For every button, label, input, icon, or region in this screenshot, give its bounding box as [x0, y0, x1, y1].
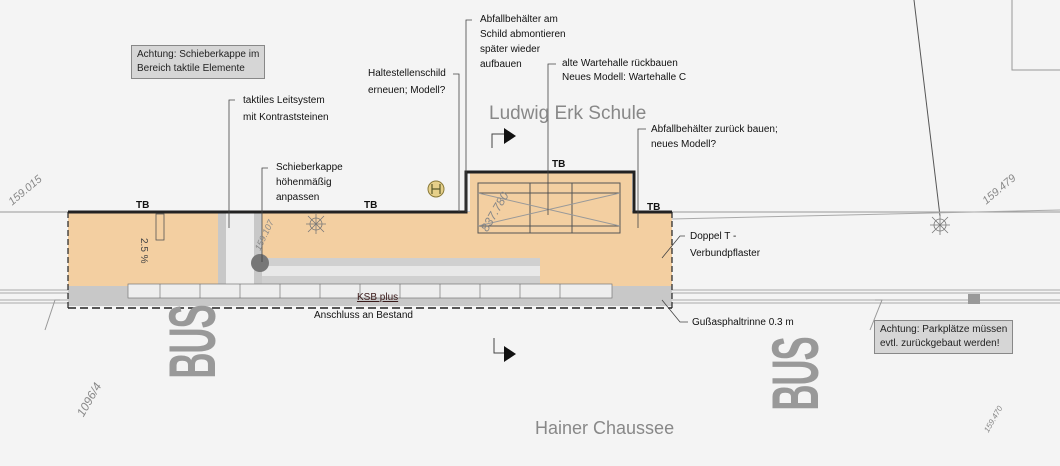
- label-line: Neues Modell: Wartehalle C: [562, 72, 687, 83]
- label-line: Abfallbehälter zurück bauen;: [651, 124, 778, 135]
- label-pflaster: Doppel T - Verbundpflaster: [690, 228, 760, 262]
- label-haltestellenschild: Haltestellenschild erneuen; Modell?: [368, 65, 446, 99]
- label-line: Abfallbehälter am: [480, 14, 558, 25]
- bus-lane-marking: BUS: [758, 337, 832, 411]
- label-slope: 2.5 %: [138, 238, 149, 264]
- note-line: Bereich taktile Elemente: [137, 63, 245, 74]
- slope-marker: [155, 213, 165, 241]
- property-line: [913, 0, 941, 217]
- note-line: Achtung: Parkplätze müssen: [880, 324, 1008, 335]
- road-name: Hainer Chaussee: [535, 418, 675, 438]
- label-line: taktiles Leitsystem: [243, 95, 325, 106]
- label-line: neues Modell?: [651, 139, 717, 150]
- label-line: Haltestellenschild: [368, 68, 446, 79]
- platform-edge: [68, 170, 672, 214]
- label-abfall-schild: Abfallbehälter am Schild abmontieren spä…: [480, 12, 566, 72]
- label-line: erneuen; Modell?: [368, 85, 446, 96]
- label-line: Doppel T -: [690, 231, 737, 242]
- shelter-outline: [477, 182, 621, 234]
- bus-lane-marking: BUS: [155, 305, 229, 379]
- label-tactile: taktiles Leitsystem mit Kontraststeinen: [243, 92, 329, 126]
- note-line: Achtung: Schieberkappe im: [137, 49, 260, 60]
- label-line: alte Wartehalle rückbauen: [562, 58, 678, 69]
- label-line: anpassen: [276, 192, 320, 203]
- leader-lines: [228, 19, 688, 323]
- label-tb: TB: [552, 159, 566, 170]
- label-wartehalle: alte Wartehalle rückbauen Neues Modell: …: [562, 57, 686, 85]
- direction-arrow-icon: [504, 346, 516, 362]
- label-ksb: KSB plus: [357, 292, 399, 303]
- tree-symbol-icon: [306, 214, 326, 234]
- drain-icon: [968, 294, 980, 304]
- label-abfall-zurueck: Abfallbehälter zurück bauen; neues Model…: [651, 122, 778, 152]
- label-tb: TB: [647, 202, 661, 213]
- label-line: Schild abmontieren: [480, 29, 566, 40]
- direction-arrow-icon: [504, 128, 516, 144]
- label-line: Verbundpflaster: [690, 248, 761, 259]
- label-line: höhenmäßig: [276, 177, 332, 188]
- warning-note-schieberkappe: Achtung: Schieberkappe im Bereich taktil…: [131, 45, 266, 79]
- label-line: aufbauen: [480, 59, 522, 70]
- label-anschluss: Anschluss an Bestand: [314, 310, 413, 321]
- label-tb: TB: [364, 200, 378, 211]
- label-schieberkappe: Schieberkappe höhenmäßig anpassen: [276, 160, 343, 205]
- label-line: Schieberkappe: [276, 162, 343, 173]
- property-line: [1011, 0, 1060, 71]
- label-tb: TB: [136, 200, 150, 211]
- school-name: Ludwig Erk Schule: [489, 103, 647, 124]
- tree-symbol-icon: [930, 215, 950, 235]
- note-line: evtl. zurückgebaut werden!: [880, 338, 1000, 349]
- label-line: später wieder: [480, 44, 541, 55]
- label-rinne: Gußasphaltrinne 0.3 m: [692, 317, 794, 328]
- valve-cap-icon: [251, 254, 269, 272]
- label-line: mit Kontraststeinen: [243, 112, 329, 123]
- warning-note-parking: Achtung: Parkplätze müssen evtl. zurückg…: [874, 320, 1014, 354]
